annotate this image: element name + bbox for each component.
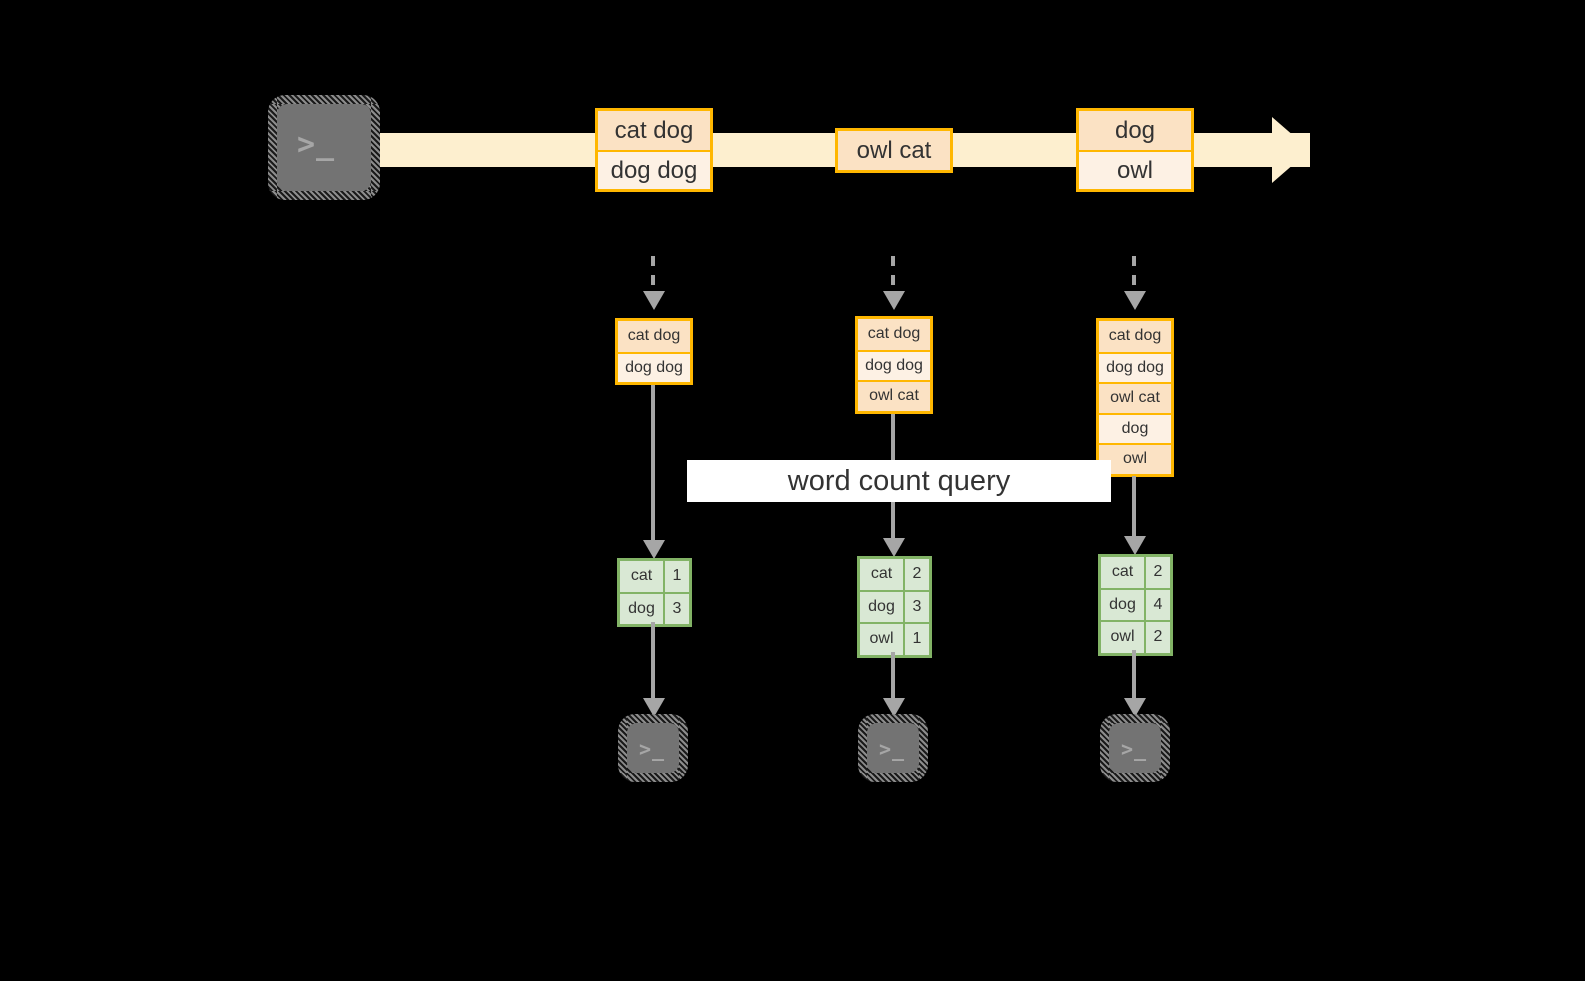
table-row: cat 2 [860, 559, 929, 590]
accumulated-line: cat dog [1099, 321, 1171, 352]
stream-message-3[interactable]: dog owl [1076, 108, 1194, 192]
terminal-screen [1109, 723, 1161, 773]
result-word: cat [620, 561, 663, 592]
table-row: cat 2 [1101, 557, 1170, 588]
result-count: 2 [1144, 622, 1170, 653]
accumulated-box-2[interactable]: cat dog dog dog owl cat [855, 316, 933, 414]
result-count: 1 [663, 561, 689, 592]
accumulated-line: dog dog [858, 349, 930, 381]
stream-to-state-connector-1 [651, 256, 655, 292]
table-row: owl 1 [860, 622, 929, 655]
result-count: 4 [1144, 589, 1170, 620]
accumulated-line: dog dog [618, 351, 690, 383]
state-to-result-arrowhead-1 [643, 540, 665, 559]
stream-message-line: owl [1079, 150, 1191, 189]
result-table-1[interactable]: cat 1 dog 3 [617, 558, 692, 627]
result-word: dog [620, 593, 663, 624]
word-count-query-band: word count query [687, 460, 1111, 502]
terminal-screen [867, 723, 919, 773]
state-to-result-arrowhead-3 [1124, 536, 1146, 555]
result-to-consumer-connector-2 [891, 652, 895, 702]
terminal-prompt-glyph: >_ [639, 737, 666, 761]
result-word: dog [1101, 589, 1144, 620]
result-to-consumer-connector-3 [1132, 650, 1136, 702]
terminal-prompt-glyph: >_ [1121, 737, 1148, 761]
stream-message-1[interactable]: cat dog dog dog [595, 108, 713, 192]
accumulated-box-3[interactable]: cat dog dog dog owl cat dog owl [1096, 318, 1174, 477]
stream-arrowhead [1272, 117, 1310, 183]
result-word: cat [1101, 557, 1144, 588]
stream-message-line: dog dog [598, 150, 710, 189]
accumulated-line: dog dog [1099, 351, 1171, 383]
result-count: 1 [903, 624, 929, 655]
state-to-result-arrowhead-2 [883, 538, 905, 557]
stream-message-line: cat dog [598, 111, 710, 150]
result-word: owl [1101, 622, 1144, 653]
stream-to-state-arrowhead-2 [883, 291, 905, 310]
accumulated-box-1[interactable]: cat dog dog dog [615, 318, 693, 385]
state-to-result-connector-1 [651, 385, 655, 550]
result-to-consumer-arrowhead-2 [883, 698, 905, 717]
result-to-consumer-connector-1 [651, 622, 655, 702]
result-count: 3 [663, 593, 689, 624]
state-to-result-connector-3 [1132, 476, 1136, 548]
result-word: dog [860, 591, 903, 622]
terminal-prompt-glyph: >_ [297, 127, 336, 162]
table-row: dog 4 [1101, 587, 1170, 620]
result-word: owl [860, 624, 903, 655]
result-to-consumer-arrowhead-3 [1124, 698, 1146, 717]
consumer-terminal-icon-3[interactable]: >_ [1100, 714, 1170, 782]
stream-message-line: owl cat [838, 131, 950, 170]
stream-to-state-arrowhead-3 [1124, 291, 1146, 310]
accumulated-line: cat dog [618, 321, 690, 352]
word-count-query-label: word count query [787, 464, 1011, 497]
accumulated-line: cat dog [858, 319, 930, 350]
accumulated-line: owl cat [1099, 382, 1171, 413]
producer-terminal-icon[interactable]: >_ [268, 95, 380, 200]
result-table-3[interactable]: cat 2 dog 4 owl 2 [1098, 554, 1173, 656]
result-count: 2 [1144, 557, 1170, 588]
table-row: cat 1 [620, 561, 689, 592]
accumulated-line: owl cat [858, 380, 930, 411]
stream-to-state-connector-3 [1132, 256, 1136, 292]
stream-message-line: dog [1079, 111, 1191, 150]
table-row: owl 2 [1101, 620, 1170, 653]
result-word: cat [860, 559, 903, 590]
terminal-screen [627, 723, 679, 773]
table-row: dog 3 [860, 589, 929, 622]
terminal-screen [277, 104, 371, 191]
accumulated-line: owl [1099, 443, 1171, 474]
result-to-consumer-arrowhead-1 [643, 698, 665, 717]
result-table-2[interactable]: cat 2 dog 3 owl 1 [857, 556, 932, 658]
stream-message-2[interactable]: owl cat [835, 128, 953, 173]
table-row: dog 3 [620, 591, 689, 624]
consumer-terminal-icon-1[interactable]: >_ [618, 714, 688, 782]
stream-to-state-arrowhead-1 [643, 291, 665, 310]
accumulated-line: dog [1099, 412, 1171, 444]
result-count: 2 [903, 559, 929, 590]
consumer-terminal-icon-2[interactable]: >_ [858, 714, 928, 782]
stream-to-state-connector-2 [891, 256, 895, 292]
result-count: 3 [903, 591, 929, 622]
terminal-prompt-glyph: >_ [879, 737, 906, 761]
